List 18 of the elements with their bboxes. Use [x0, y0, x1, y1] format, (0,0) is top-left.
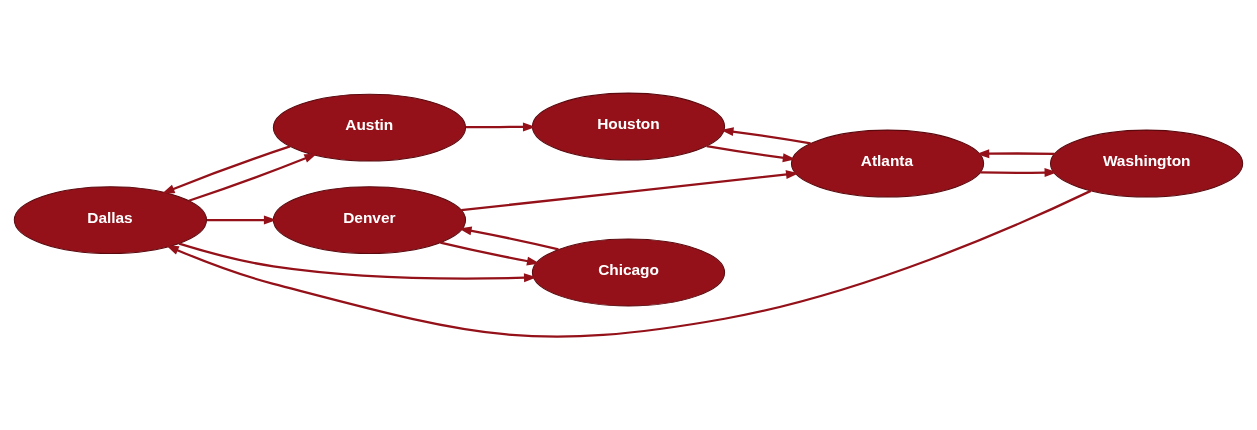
arrow	[458, 226, 559, 251]
arrow	[720, 127, 811, 145]
arrow	[706, 145, 796, 163]
node-ellipse: Washington	[1049, 129, 1244, 198]
arrow	[178, 242, 537, 283]
node-ellipse: Chicago	[531, 238, 726, 307]
arrow	[166, 189, 1092, 338]
arrow	[980, 168, 1058, 178]
arrow	[976, 149, 1055, 159]
node-ellipse: Atlanta	[790, 129, 985, 198]
arrow	[161, 145, 291, 194]
arrow	[461, 170, 799, 212]
arrow	[206, 215, 277, 225]
node-ellipse: Houston	[531, 92, 726, 161]
arrow	[188, 153, 318, 202]
arrow	[440, 241, 540, 266]
arrow	[465, 122, 536, 132]
node-ellipse: Denver	[272, 186, 467, 254]
